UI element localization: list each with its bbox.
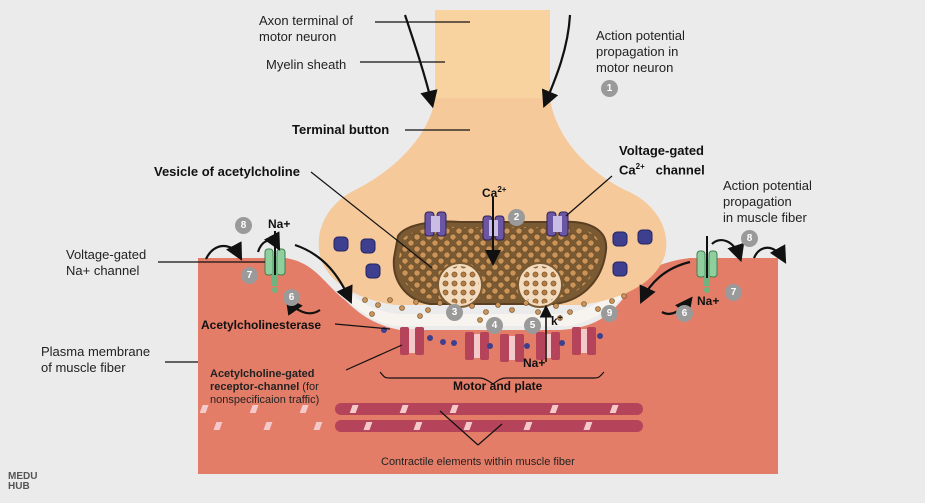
step-badge-6-right: 6 — [676, 305, 693, 322]
na-ion-label-right: Na+ — [697, 294, 720, 308]
step-badge-7-right: 7 — [725, 284, 742, 301]
step-badge-8-right: 8 — [741, 230, 758, 247]
motor-end-plate-label: Motor and plate — [453, 379, 543, 393]
contractile-elements-label: Contractile elements within muscle fiber — [381, 456, 575, 468]
acetylcholinesterase-marks — [381, 327, 603, 349]
step-badge-9: 9 — [601, 305, 618, 322]
ca-channel-1 — [424, 211, 447, 237]
contractile-elements — [199, 403, 643, 432]
step-badge-6-left: 6 — [283, 289, 300, 306]
small-vesicles — [333, 229, 653, 279]
step-badge-8-left: 8 — [235, 217, 252, 234]
terminal-button-label: Terminal button — [292, 122, 390, 137]
step-badge-7-left: 7 — [241, 267, 258, 284]
step-badge-3: 3 — [446, 304, 463, 321]
acetylcholinesterase-label: Acetylcholinesterase — [201, 318, 322, 332]
myelin-sheath-label: Myelin sheath — [266, 57, 347, 72]
na-ion-label-top: Na+ — [268, 217, 291, 231]
step-badge-5: 5 — [524, 317, 541, 334]
ach-receptors — [400, 327, 596, 362]
step-badge-4: 4 — [486, 317, 503, 334]
step-badge-1: 1 — [601, 80, 618, 97]
ca-channel-3 — [546, 211, 569, 237]
k-ion-label: k+ — [551, 313, 563, 328]
na-ion-label-bottom: Na+ — [523, 356, 546, 370]
step-badge-2: 2 — [508, 209, 525, 226]
flow-arrows — [205, 14, 787, 316]
leader-lines — [158, 21, 613, 446]
ca-ion-label: Ca2+ — [482, 185, 507, 200]
axon — [435, 10, 550, 100]
synaptic-cleft — [345, 288, 625, 326]
vesicle-label: Vesicle of acetylcholine — [154, 164, 300, 179]
